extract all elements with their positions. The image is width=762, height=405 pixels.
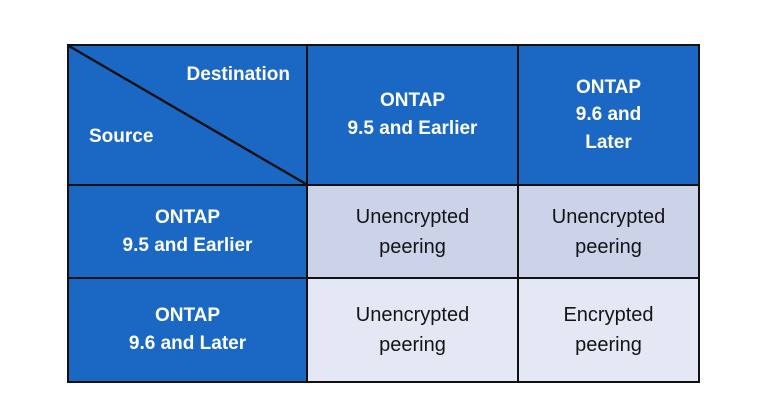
cell-src95-dst95: Unencrypted peering — [308, 186, 519, 279]
matrix-table: Destination Source ONTAP 9.5 and Earlier… — [67, 44, 700, 383]
cell-src96-dst96: Encrypted peering — [519, 279, 698, 381]
cell-src95-dst96: Unencrypted peering — [519, 186, 698, 279]
corner-destination-label: Destination — [186, 64, 290, 85]
column-header-ontap-95-earlier: ONTAP 9.5 and Earlier — [308, 46, 519, 186]
corner-cell: Destination Source — [69, 46, 308, 186]
diagonal-divider-line — [69, 46, 306, 184]
corner-source-label: Source — [89, 126, 154, 147]
row-header-ontap-96-later: ONTAP 9.6 and Later — [69, 279, 308, 381]
row-header-ontap-95-earlier: ONTAP 9.5 and Earlier — [69, 186, 308, 279]
column-header-ontap-96-later: ONTAP 9.6 and Later — [519, 46, 698, 186]
cell-src96-dst95: Unencrypted peering — [308, 279, 519, 381]
